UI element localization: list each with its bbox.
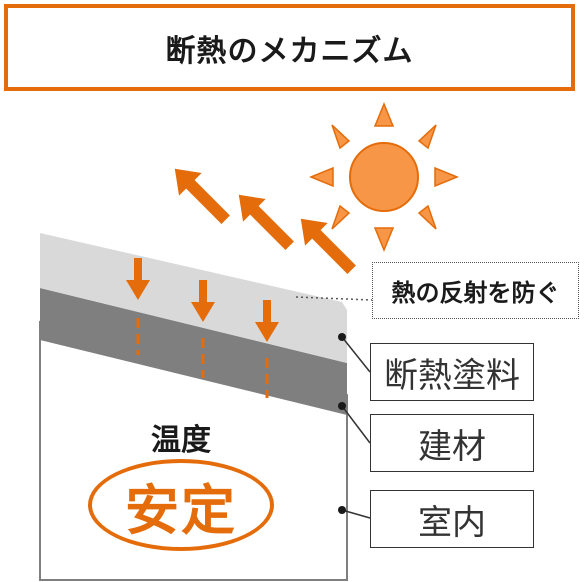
- incoming-heat-arrows: [174, 168, 356, 274]
- stable-badge: 安定: [88, 459, 274, 551]
- material-label: 建材: [370, 414, 534, 472]
- arrow-icon: [126, 258, 150, 300]
- blocked-heat-arrows: [126, 258, 279, 342]
- faint-heat-arrows: [136, 318, 269, 398]
- reflect-label-text: 熱の反射を防ぐ: [391, 279, 560, 307]
- coating-label-text: 断熱塗料: [384, 355, 520, 396]
- indoor-label: 室内: [370, 490, 534, 548]
- arrow-icon: [238, 194, 294, 250]
- arrow-icon: [191, 280, 215, 322]
- reflect-label: 熱の反射を防ぐ: [372, 262, 579, 319]
- arrow-icon: [174, 168, 230, 224]
- sun-icon: [309, 102, 459, 252]
- material-label-text: 建材: [418, 426, 486, 467]
- stable-text: 安定: [125, 478, 237, 542]
- building-material-layer: [40, 288, 347, 415]
- arrow-icon: [255, 300, 279, 342]
- temperature-label: 温度: [151, 423, 211, 458]
- coating-label: 断熱塗料: [370, 343, 534, 401]
- label-leaders: [341, 336, 371, 519]
- indoor-label-text: 室内: [418, 502, 486, 543]
- arrow-icon: [300, 218, 356, 274]
- diagram-title: 断熱のメカニズム: [4, 4, 575, 91]
